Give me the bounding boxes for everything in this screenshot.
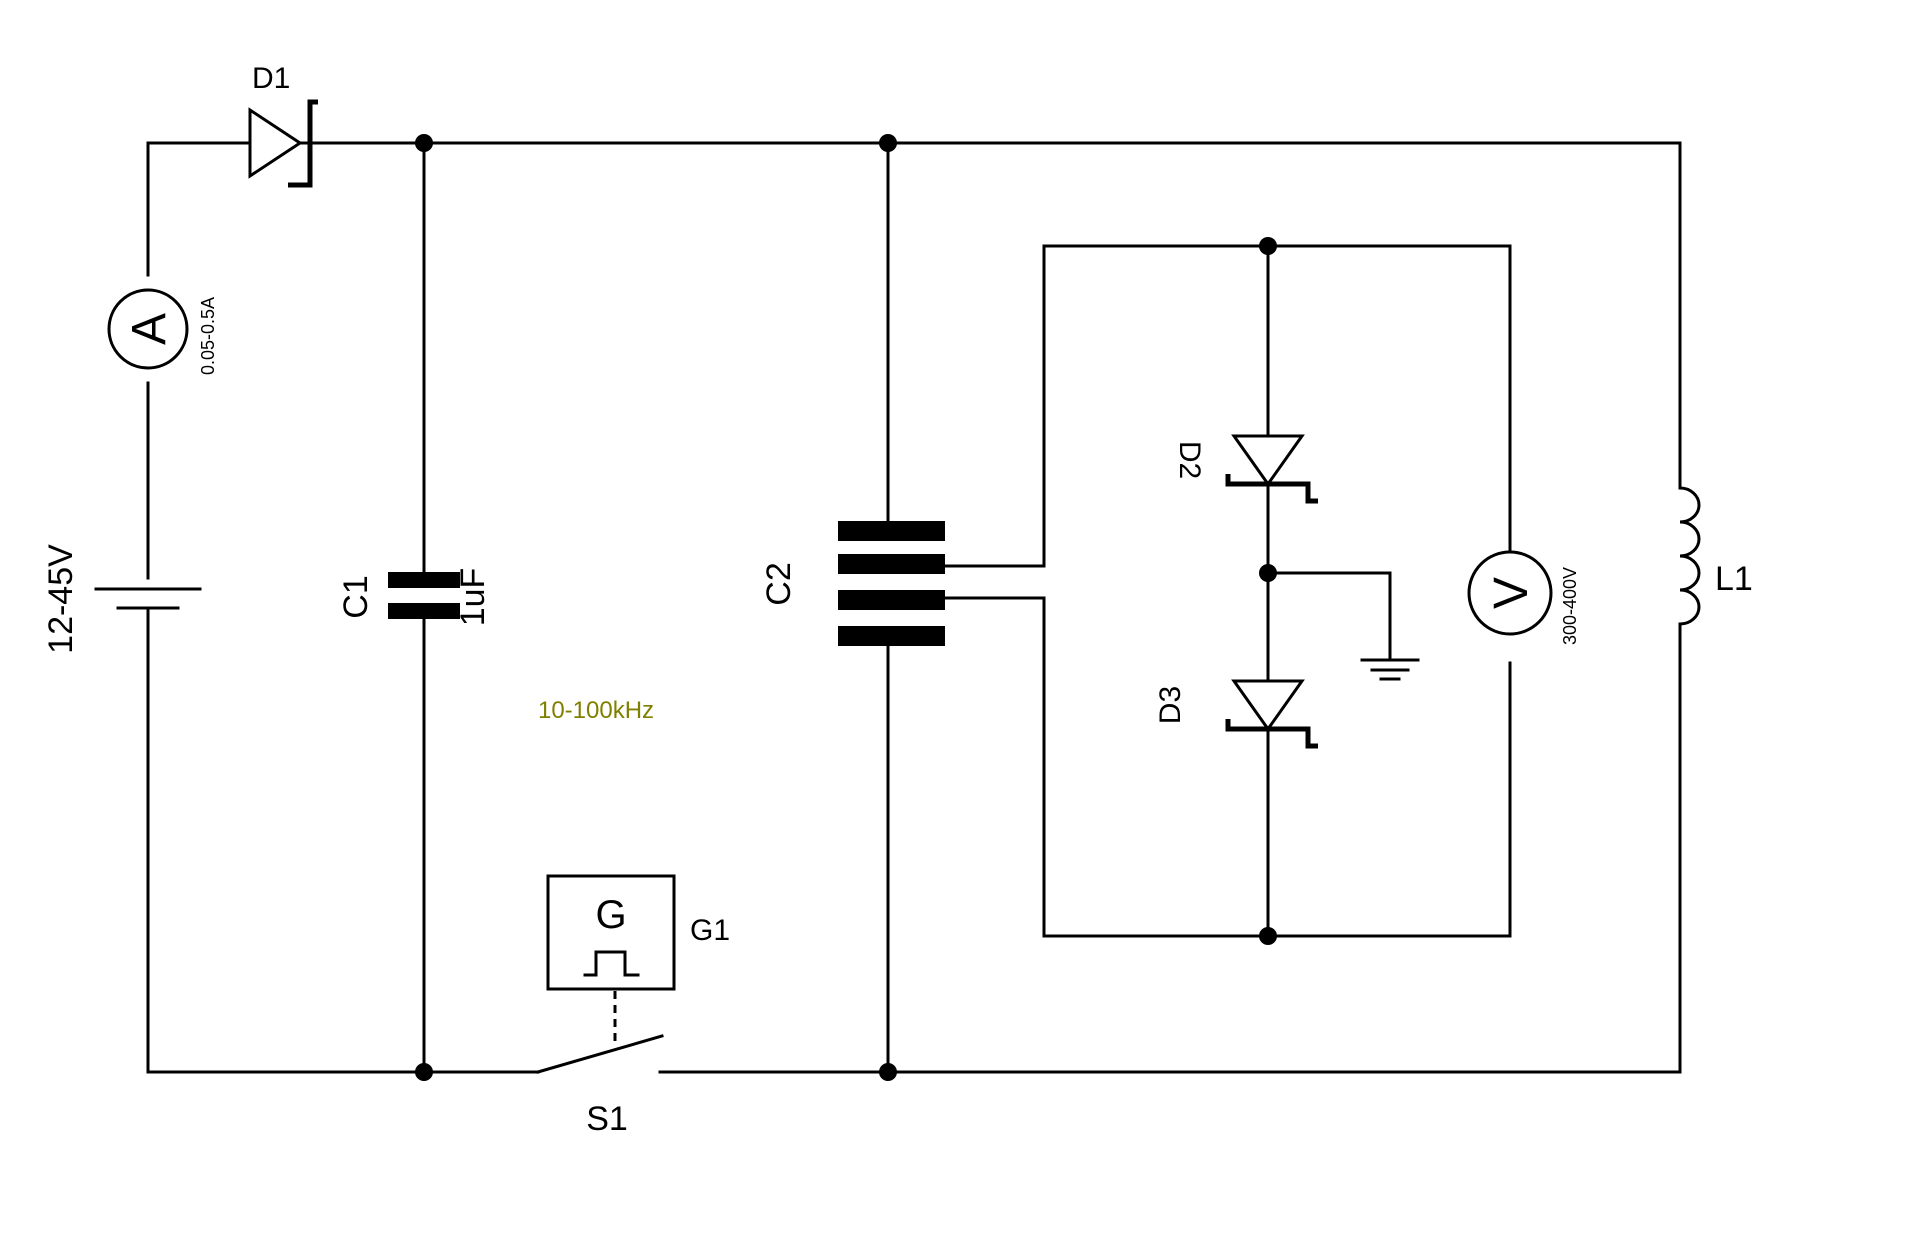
- generator-label-text: G1: [690, 914, 730, 947]
- c2-plate-3: [838, 590, 945, 610]
- wire-c2-tap-upper: [942, 244, 1512, 568]
- capacitor-c2: C2: [760, 521, 945, 646]
- voltmeter-range: 300-400V: [1560, 567, 1580, 645]
- ground-icon: [1360, 658, 1420, 681]
- voltmeter-symbol: V: [1485, 577, 1538, 609]
- generator-box: [546, 874, 676, 991]
- capacitor-c1: C1 1uF: [337, 568, 492, 627]
- c2-plate-4: [838, 626, 945, 646]
- c1-plate-bottom: [388, 603, 460, 619]
- ammeter-range: 0.05-0.5A: [198, 297, 218, 375]
- junction-dot: [1259, 927, 1277, 945]
- junction-dot: [1259, 237, 1277, 255]
- junction-dot: [415, 1063, 433, 1081]
- inductor-l1: L1: [1678, 486, 1753, 626]
- inductor-coil: [1678, 486, 1701, 626]
- diode-d1: D1: [248, 62, 318, 188]
- battery: 12-45V: [42, 544, 202, 654]
- battery-label: 12-45V: [42, 544, 80, 654]
- frequency-note: 10-100kHz: [538, 697, 654, 724]
- wire-ground: [1266, 571, 1392, 662]
- diode-d3-triangle: [1231, 679, 1305, 732]
- switch-label: S1: [586, 1100, 628, 1138]
- voltmeter: V 300-400V: [1467, 550, 1580, 645]
- ammeter: A 0.05-0.5A: [107, 288, 218, 375]
- diode-d3: D3: [1154, 679, 1318, 749]
- ammeter-symbol: A: [123, 313, 176, 345]
- generator-symbol: G: [595, 893, 626, 937]
- c2-label: C2: [760, 562, 798, 605]
- junction-dot: [415, 134, 433, 152]
- diode-d1-bar: [288, 99, 318, 188]
- l1-label: L1: [1715, 560, 1753, 598]
- d2-label: D2: [1173, 441, 1206, 479]
- c2-plate-2: [838, 554, 945, 574]
- c1-label: C1: [337, 575, 375, 618]
- switch-s1: S1: [536, 1034, 664, 1138]
- diode-d3-bar: [1225, 719, 1318, 749]
- switch-blade: [536, 1034, 664, 1074]
- junction-dot: [879, 1063, 897, 1081]
- d1-label: D1: [252, 62, 290, 95]
- wire-c2-tap-lower: [942, 596, 1512, 938]
- diode-d1-triangle: [248, 107, 303, 179]
- ammeter-circle: [107, 288, 189, 370]
- c2-plate-1: [838, 521, 945, 541]
- d3-label: D3: [1154, 686, 1187, 724]
- wires: [146, 141, 1682, 1074]
- junctions: [415, 134, 1277, 1081]
- c1-value: 1uF: [454, 568, 492, 627]
- generator-g1: G G1: [546, 874, 730, 1045]
- diode-d2: D2: [1173, 434, 1318, 504]
- junction-dot: [879, 134, 897, 152]
- junction-dot: [1259, 564, 1277, 582]
- c1-plate-top: [388, 572, 460, 588]
- diode-d2-bar: [1225, 474, 1318, 504]
- diode-d2-triangle: [1231, 434, 1305, 487]
- voltmeter-circle: [1467, 550, 1553, 636]
- pulse-icon: [583, 950, 640, 977]
